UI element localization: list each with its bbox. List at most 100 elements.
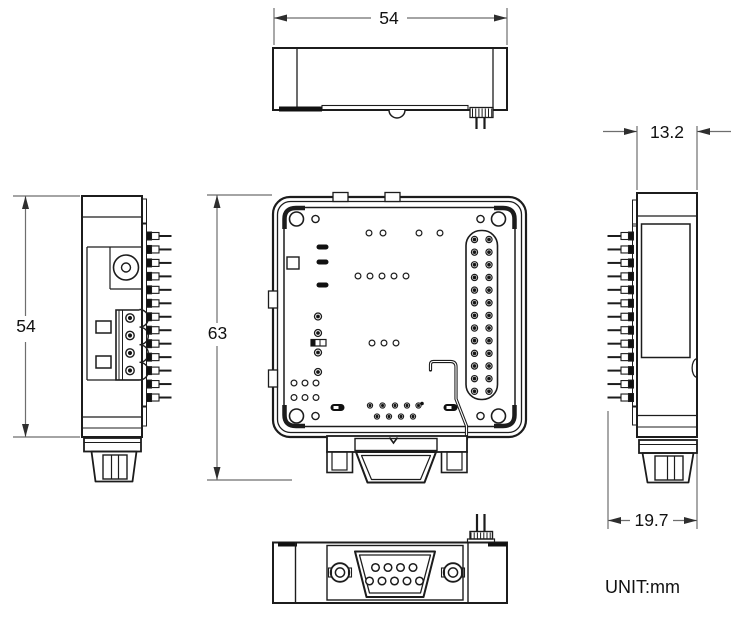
pin-collar — [620, 366, 630, 375]
pin-block — [628, 231, 634, 241]
terminal-screw-center — [127, 333, 133, 338]
pin-block — [628, 298, 634, 308]
header-hole-pin — [487, 237, 491, 242]
pin-block — [628, 379, 634, 389]
pin-header-side — [607, 231, 634, 403]
header-hole-pin — [472, 326, 477, 330]
db9-pin-holes — [364, 562, 425, 586]
edge-tab — [267, 290, 279, 309]
db9-side-shell — [90, 450, 138, 483]
pin-header-26 — [465, 229, 499, 401]
small-hole — [476, 411, 485, 421]
pad-ring — [365, 229, 373, 237]
db9-shell-inner — [360, 454, 432, 481]
bottom-plate — [83, 437, 142, 453]
terminal-block-wavy-edge — [139, 308, 149, 381]
pad-ring — [397, 413, 405, 420]
dimension-label-side-height: 54 — [16, 316, 36, 336]
standoff-outer — [329, 562, 351, 583]
pad-pin — [399, 414, 403, 419]
pin-collar — [150, 258, 160, 267]
db9-hole — [408, 562, 418, 573]
small-hole — [476, 214, 485, 224]
db9-hole — [402, 576, 412, 586]
header-hole-pin — [472, 275, 477, 280]
pad-pill — [316, 282, 329, 288]
dimension-label-top-width: 54 — [379, 8, 399, 28]
terminal-screw — [125, 313, 135, 323]
smd-square — [286, 256, 300, 270]
pad-ring — [402, 272, 410, 280]
standoff-nub — [347, 567, 353, 578]
corner-hole — [490, 211, 507, 227]
pad-ring — [385, 413, 393, 420]
pin-collar — [620, 231, 630, 241]
pad-ring — [391, 402, 399, 409]
db9-shell — [354, 550, 436, 598]
pin-block — [146, 352, 152, 362]
terminal-screw — [125, 330, 135, 341]
db9-hole — [383, 562, 393, 573]
header-hole-pin — [487, 288, 491, 293]
pad-slot-core — [446, 406, 452, 409]
db9-hole — [395, 562, 406, 573]
antenna-wire-core — [429, 360, 468, 439]
mount-tab — [95, 355, 112, 369]
pin-block — [628, 312, 634, 322]
corner-arc — [282, 205, 305, 229]
pad-ring — [379, 229, 387, 237]
db9-side-inner — [654, 455, 684, 481]
corner-hole — [490, 408, 507, 424]
side-body — [636, 192, 698, 438]
bottom-body — [272, 541, 508, 604]
header-hole-pin — [487, 300, 491, 305]
terminal-screw-center — [127, 315, 133, 321]
pin-block — [628, 352, 634, 362]
pin-header-holes — [470, 235, 493, 395]
pin-collar — [620, 258, 630, 267]
dimension-label-overall-height: 63 — [208, 323, 227, 343]
pin-collar — [620, 299, 630, 308]
pin-block — [146, 312, 152, 322]
dimension-top-width: 54 — [273, 8, 508, 45]
top-view-body — [272, 47, 508, 111]
pin-collar — [620, 285, 630, 294]
pin-block — [146, 271, 152, 281]
pin-collar — [150, 231, 160, 241]
left-side-view — [81, 195, 172, 483]
corner-arc — [494, 405, 517, 429]
screw-post-inner — [446, 451, 463, 471]
corner-arc — [282, 405, 305, 429]
header-hole-pin — [472, 389, 477, 394]
db9-hole — [414, 576, 425, 586]
antenna-wire — [428, 359, 469, 441]
pad-pin — [416, 403, 421, 408]
pin-block — [146, 258, 152, 268]
standoff-nub — [327, 567, 333, 578]
pad-ring — [390, 272, 398, 280]
header-hole-pin — [487, 275, 491, 280]
pad-ring — [373, 413, 381, 420]
pin-collar — [150, 326, 160, 335]
pad-ring — [436, 229, 444, 237]
db9-hole — [377, 576, 387, 586]
pin-block — [628, 285, 634, 295]
header-hole-pin — [472, 250, 477, 255]
striped-pad-fill — [311, 339, 316, 346]
pin-collar — [150, 366, 160, 375]
pin-block — [146, 298, 152, 308]
header-hole-pin — [472, 288, 477, 293]
plated-hole — [313, 367, 323, 377]
pad-pin — [368, 403, 372, 408]
dimension-label-body-thickness: 13.2 — [650, 122, 684, 142]
header-hole-pin — [487, 313, 491, 318]
standoff-nub — [440, 567, 446, 578]
standoff-inner — [334, 567, 346, 578]
pin-collar — [620, 339, 630, 348]
antenna-hatch — [472, 108, 493, 117]
header-hole-pin — [487, 376, 491, 381]
bottom-view — [272, 514, 508, 604]
pin-block — [146, 325, 152, 335]
side-body — [81, 195, 143, 438]
